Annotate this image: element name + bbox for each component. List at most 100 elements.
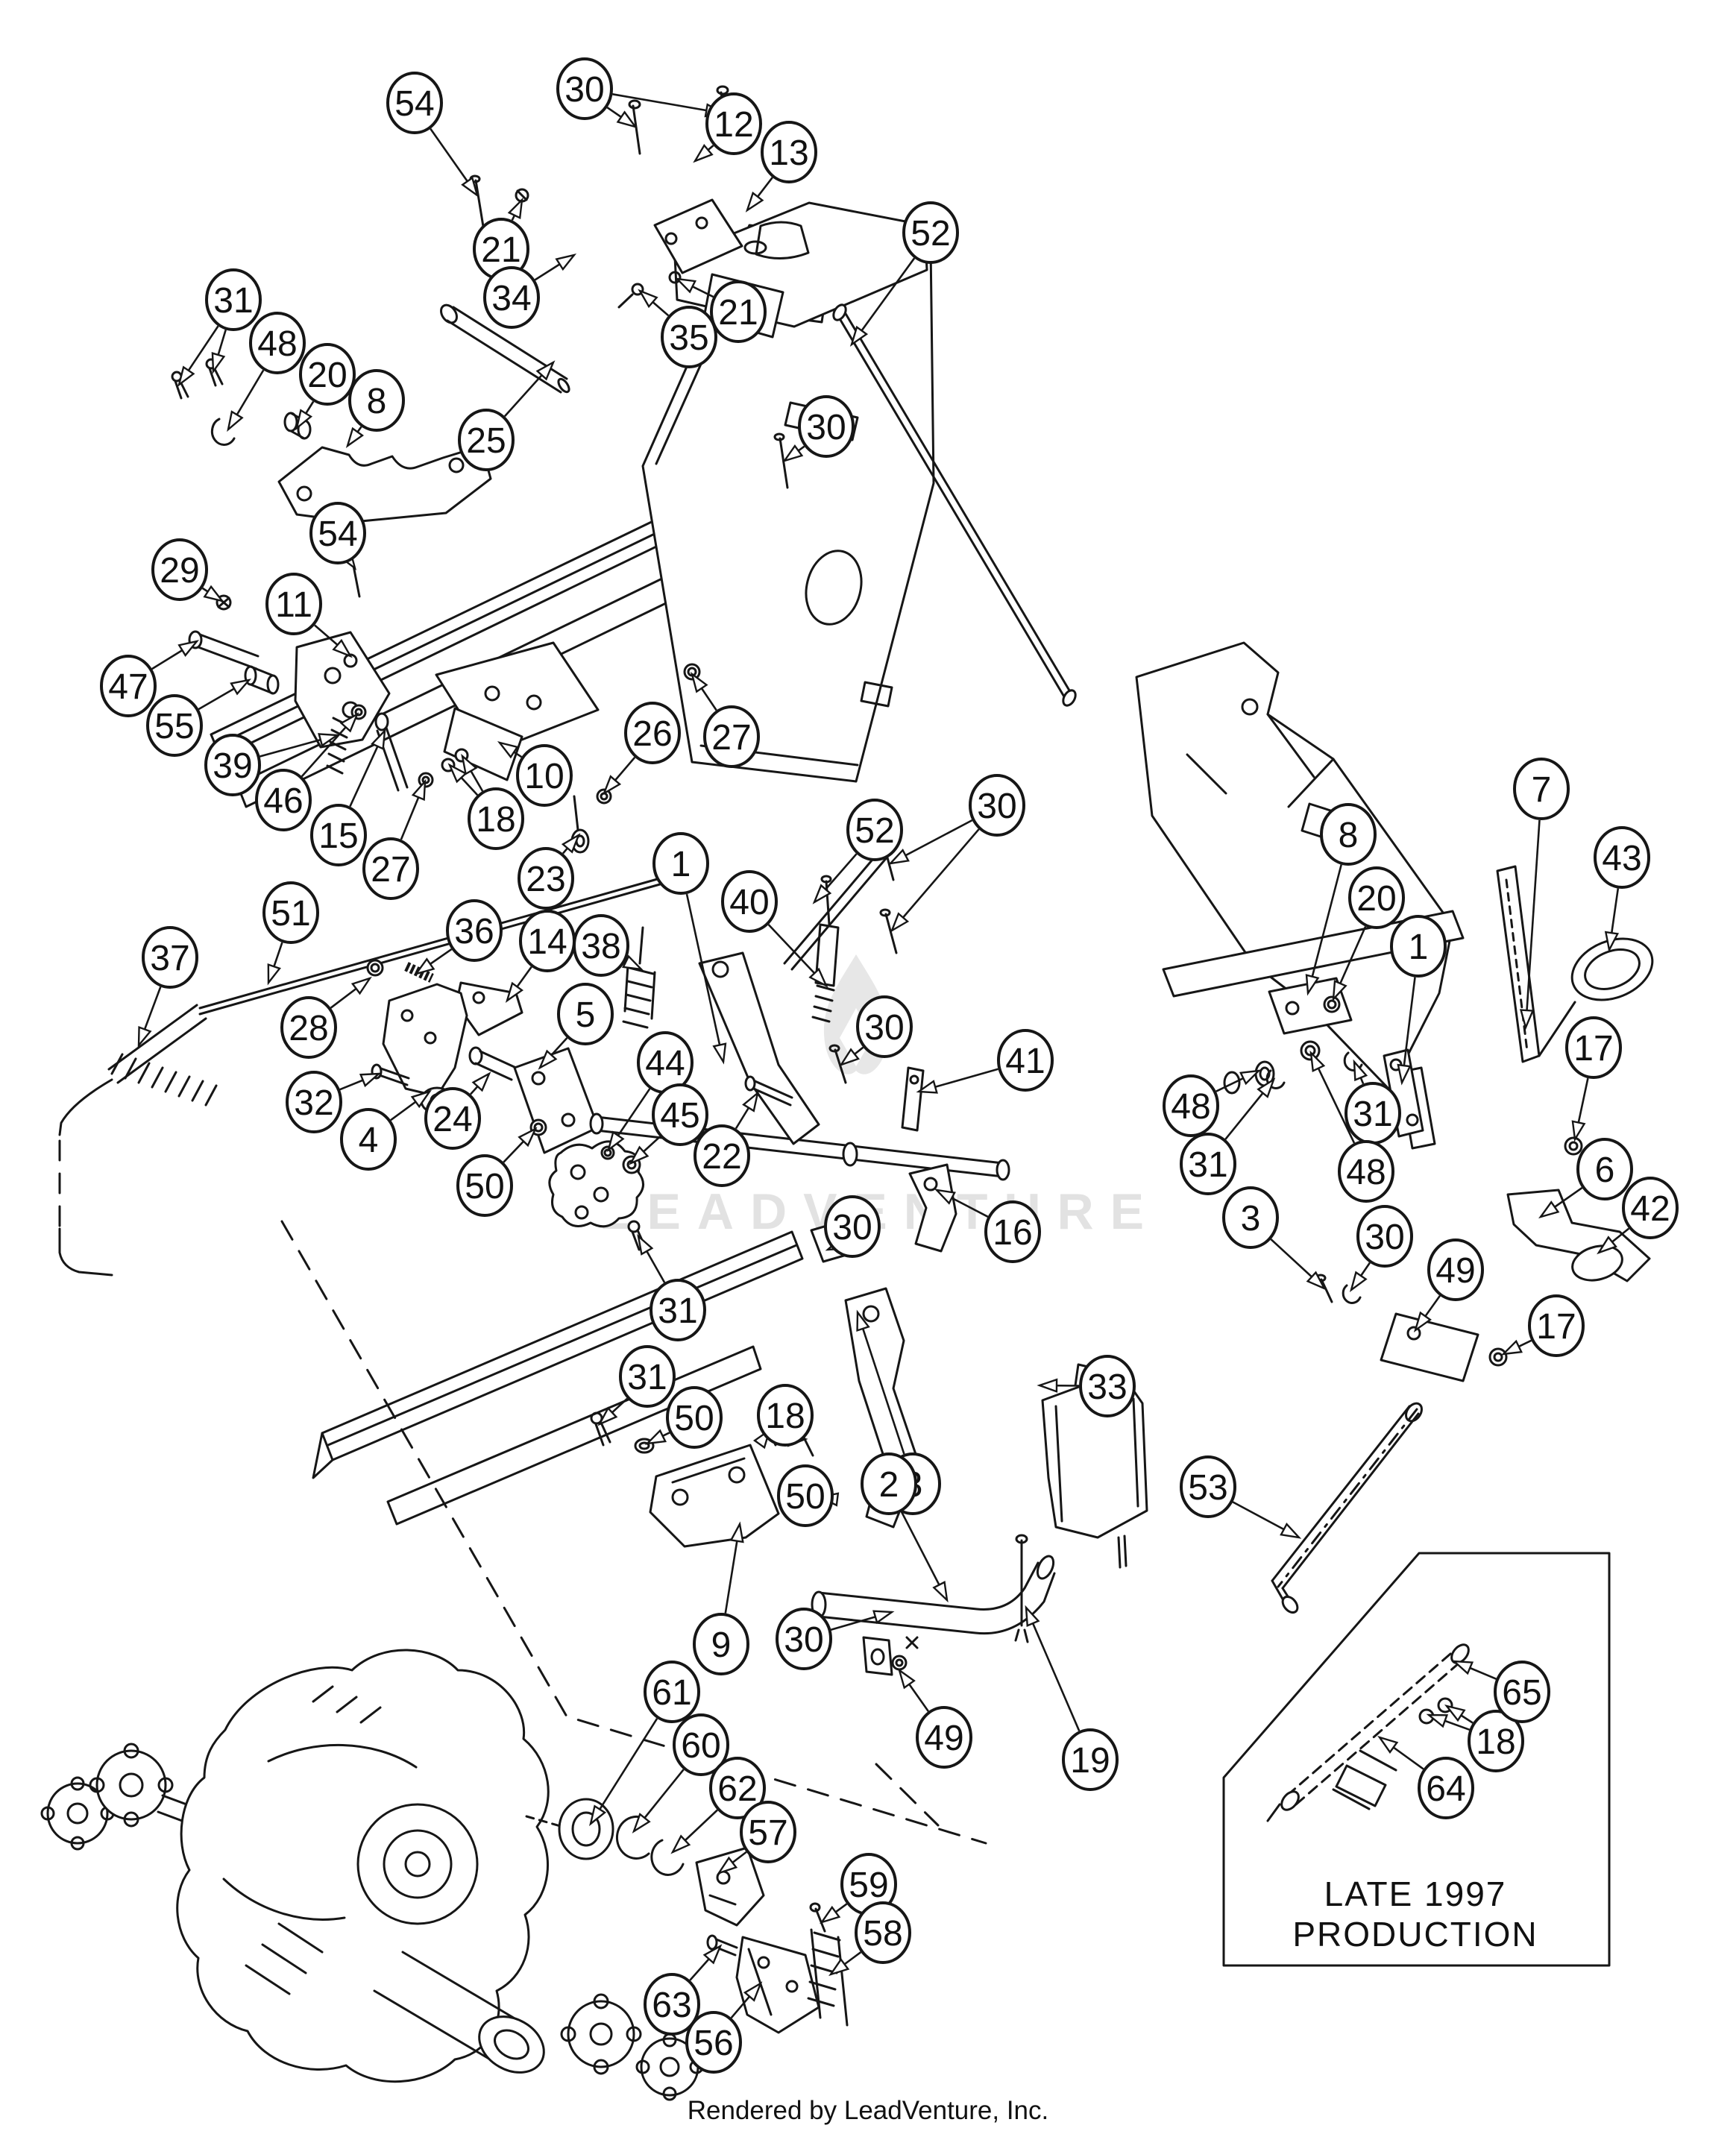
leader-line-18	[461, 753, 484, 792]
callout-48: 48	[1163, 1074, 1219, 1137]
callout-58: 58	[855, 1901, 911, 1964]
bolt-24	[468, 1046, 483, 1066]
callout-circle	[846, 799, 903, 861]
leader-line-21	[507, 197, 523, 221]
callout-circle	[1390, 915, 1447, 978]
callout-number: 16	[993, 1213, 1032, 1253]
callout-circle	[1418, 1757, 1474, 1819]
callout-number: 59	[849, 1866, 888, 1905]
washer-17a	[1564, 1136, 1583, 1156]
callout-circle	[1163, 1074, 1219, 1137]
callout-number: 34	[491, 279, 531, 318]
transaxle	[40, 1649, 849, 2101]
callout-circle	[666, 1386, 723, 1449]
callout-circle	[984, 1200, 1041, 1263]
callout-circle	[362, 837, 419, 900]
callout-30: 30	[856, 995, 913, 1058]
callout-number: 60	[681, 1726, 720, 1766]
leader-line-57	[717, 1851, 747, 1875]
callout-21: 21	[710, 280, 767, 343]
callout-43: 43	[1594, 826, 1650, 889]
leader-line-33	[1037, 1378, 1080, 1393]
leader-line-13	[745, 177, 773, 213]
callout-number: 31	[627, 1358, 667, 1397]
callout-circle	[556, 57, 613, 120]
transaxle-housing	[176, 1649, 550, 2083]
leader-line-12	[693, 143, 714, 163]
callout-20: 20	[1348, 866, 1405, 929]
callout-50: 50	[777, 1464, 834, 1527]
callout-35: 35	[661, 306, 717, 368]
callout-17: 17	[1528, 1294, 1585, 1357]
callout-50: 50	[666, 1386, 723, 1449]
spring-38	[638, 926, 644, 965]
callout-number: 48	[257, 324, 297, 364]
callout-circle	[644, 1661, 700, 1723]
leader-line-46	[301, 712, 359, 778]
pedal-pad-43	[1570, 937, 1654, 1001]
link-40	[814, 923, 840, 987]
callout-52: 52	[846, 799, 903, 861]
callout-57: 57	[740, 1801, 796, 1863]
callout-55: 55	[146, 694, 203, 757]
leader-line-10	[497, 741, 523, 759]
callout-36: 36	[446, 899, 503, 962]
callout-circle	[916, 1706, 972, 1769]
callout-circle	[557, 983, 614, 1045]
callout-52: 52	[902, 201, 959, 264]
leader-line-34	[534, 254, 577, 281]
leader-line-17	[1571, 1077, 1589, 1142]
callout-circle	[516, 744, 573, 807]
leader-line-16	[934, 1189, 989, 1218]
callout-number: 25	[466, 421, 506, 461]
tube-flange	[862, 1636, 893, 1676]
leader-line-40	[767, 924, 828, 988]
leader-line-30	[606, 107, 638, 129]
callout-32: 32	[286, 1071, 342, 1133]
link-bar-14	[455, 981, 523, 1036]
callout-number: 21	[718, 293, 758, 333]
callout-6: 6	[1576, 1138, 1633, 1200]
callout-number: 30	[1365, 1218, 1404, 1257]
callout-48: 48	[1338, 1140, 1394, 1203]
callout-8: 8	[348, 369, 405, 432]
callout-number: 20	[1356, 879, 1396, 919]
callout-circle	[761, 121, 817, 183]
callout-circle	[969, 774, 1025, 837]
callout-33: 33	[1079, 1355, 1136, 1417]
callout-circle	[709, 1757, 766, 1819]
clutch-rod-and-spring	[58, 795, 661, 1277]
callout-circle	[1320, 803, 1377, 866]
callout-circle	[652, 832, 709, 895]
leader-line-48	[1309, 1050, 1356, 1144]
callout-circle	[1427, 1238, 1484, 1301]
callout-number: 54	[318, 514, 357, 554]
callout-circle	[856, 995, 913, 1058]
callout-number: 65	[1502, 1673, 1541, 1713]
rod-52b	[783, 844, 893, 971]
callout-26: 26	[624, 702, 681, 764]
callout-number: 18	[765, 1397, 805, 1436]
callout-circle	[446, 899, 503, 962]
callout-3: 3	[1222, 1186, 1279, 1249]
callout-number: 13	[769, 133, 808, 173]
shift-cover-33	[1041, 1363, 1148, 1569]
callout-circle	[468, 787, 524, 850]
callout-circle	[518, 847, 574, 910]
callout-number: 2	[879, 1465, 899, 1505]
inset-box: LATE 1997 PRODUCTION	[1222, 1552, 1611, 1967]
leader-line-3	[1270, 1238, 1327, 1291]
callout-number: 49	[924, 1719, 963, 1758]
callout-20: 20	[299, 343, 356, 406]
callout-circle	[997, 1029, 1054, 1092]
callout-circle	[249, 312, 306, 374]
callout-number: 54	[394, 84, 434, 124]
callout-circle	[1513, 758, 1570, 820]
callout-18: 18	[468, 787, 524, 850]
bracket-57	[695, 1846, 765, 1927]
leader-line-31	[211, 330, 227, 374]
callout-23: 23	[518, 847, 574, 910]
callout-30: 30	[1356, 1205, 1413, 1268]
brake-rod-upper-52	[832, 303, 1077, 707]
